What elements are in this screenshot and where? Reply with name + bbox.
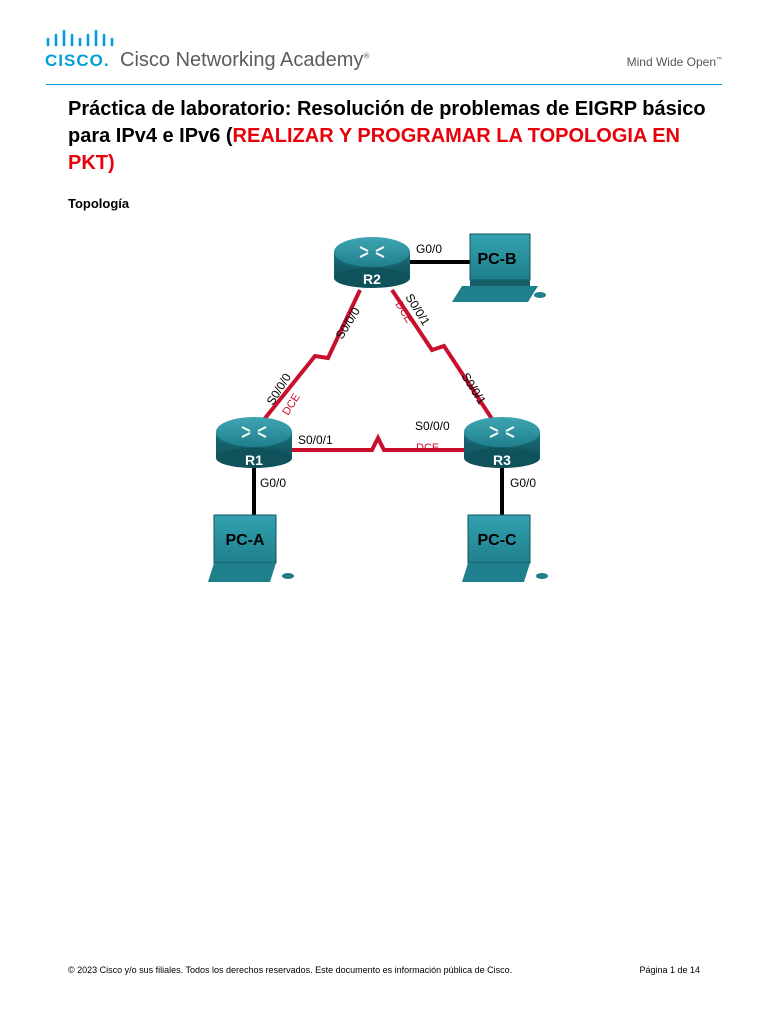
label-r2-g00: G0/0 xyxy=(416,242,442,256)
pc-b-label: PC-B xyxy=(477,251,516,268)
pc-b-icon xyxy=(452,233,546,302)
cisco-wordmark: CISCO. xyxy=(45,51,110,70)
label-r2-s000: S0/0/0 xyxy=(333,304,363,341)
router-r1-label: R1 xyxy=(245,452,263,468)
title-highlight: REALIZAR Y PROGRAMAR LA TOPOLOGIA EN PKT… xyxy=(68,125,680,174)
label-r3-dce: DCE xyxy=(416,442,439,454)
footer-copyright: © 2023 Cisco y/o sus filiales. Todos los… xyxy=(68,965,513,975)
academy-name: Cisco Networking Academy® xyxy=(120,49,370,71)
title-main: Práctica de laboratorio: Resolución de p… xyxy=(68,98,706,147)
footer-page-number: Página 1 de 14 xyxy=(639,965,700,975)
cisco-logo-bars-icon xyxy=(46,30,114,47)
label-r3-s000: S0/0/0 xyxy=(415,419,450,433)
serial-link-r2-r3 xyxy=(390,288,498,427)
router-r2-label: R2 xyxy=(363,271,381,287)
page-header: CISCO. Cisco Networking Academy® Mind Wi… xyxy=(0,0,768,92)
router-r3-label: R3 xyxy=(493,452,511,468)
label-r1-s001: S0/0/1 xyxy=(298,433,333,447)
serial-link-r1-r3 xyxy=(290,433,464,452)
router-r2-icon xyxy=(334,237,410,288)
page-title: Práctica de laboratorio: Resolución de p… xyxy=(68,96,708,177)
pc-c-icon xyxy=(462,514,548,582)
tagline: Mind Wide Open™ xyxy=(626,55,722,69)
topology-heading: Topología xyxy=(68,196,130,211)
pc-a-label: PC-A xyxy=(225,532,265,549)
topology-diagram: R2 R1 R3 PC-B PC-A xyxy=(208,233,548,582)
serial-link-r1-r2 xyxy=(260,289,362,424)
label-r1-g00: G0/0 xyxy=(260,476,286,490)
label-r3-g00: G0/0 xyxy=(510,476,536,490)
pc-c-label: PC-C xyxy=(477,532,517,549)
label-r3-s001: S0/0/1 xyxy=(458,370,488,407)
router-r1-icon xyxy=(216,417,292,468)
header-divider xyxy=(46,84,722,85)
router-r3-icon xyxy=(464,417,540,468)
pc-a-icon xyxy=(208,514,294,582)
